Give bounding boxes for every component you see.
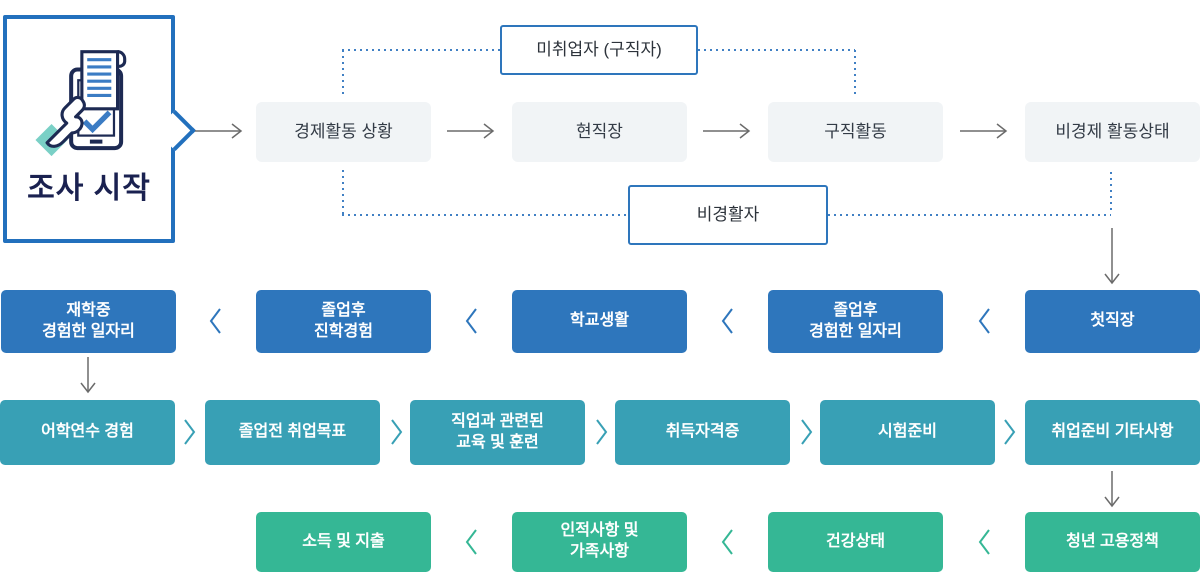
node-personal-and-family-info: 인적사항 및 가족사항 (512, 512, 687, 572)
dotted-connector-horizontal (342, 49, 500, 51)
dotted-connector-vertical (342, 50, 344, 96)
arrow-right-icon (446, 122, 496, 140)
node-income-and-expenses: 소득 및 지출 (256, 512, 431, 572)
survey-tablet-check-icon (31, 41, 147, 157)
node-pre-graduation-job-goal: 졸업전 취업목표 (205, 400, 380, 465)
node-non-economic-activity-status: 비경제 활동상태 (1025, 102, 1200, 162)
chevron-right-icon (1003, 418, 1017, 446)
start-label: 조사 시작 (27, 172, 151, 205)
arrow-down-icon (79, 357, 97, 395)
dotted-connector-horizontal (828, 214, 1111, 216)
node-language-training-experience: 어학연수 경험 (0, 400, 175, 465)
node-post-graduation-jobs: 졸업후 경험한 일자리 (768, 290, 943, 353)
node-post-graduation-further-education: 졸업후 진학경험 (256, 290, 431, 353)
chevron-right-icon (800, 418, 814, 446)
node-youth-employment-policy: 청년 고용정책 (1025, 512, 1200, 572)
arrow-right-icon (702, 122, 752, 140)
node-health-status: 건강상태 (768, 512, 943, 572)
chevron-left-icon (977, 528, 991, 556)
chevron-left-icon (464, 307, 478, 335)
node-other-job-prep-matters: 취업준비 기타사항 (1025, 400, 1200, 465)
arrow-down-icon (1103, 471, 1121, 509)
node-acquired-certificates: 취득자격증 (615, 400, 790, 465)
dotted-connector-vertical (342, 170, 344, 214)
dotted-connector-horizontal (698, 49, 855, 51)
dotted-connector-vertical (854, 50, 856, 96)
chevron-left-icon (208, 307, 222, 335)
arrow-right-icon (194, 122, 244, 140)
dotted-connector-vertical (1110, 172, 1112, 214)
branch-economically-inactive: 비경활자 (628, 185, 828, 245)
node-economic-activity-status: 경제활동 상황 (256, 102, 431, 162)
chevron-left-icon (720, 528, 734, 556)
chevron-right-icon (390, 418, 404, 446)
chevron-left-icon (720, 307, 734, 335)
node-school-life: 학교생활 (512, 290, 687, 353)
arrow-right-icon (959, 122, 1009, 140)
branch-unemployed-jobseeker: 미취업자 (구직자) (500, 25, 698, 75)
arrow-down-icon (1103, 228, 1121, 286)
chevron-left-icon (464, 528, 478, 556)
node-exam-preparation: 시험준비 (820, 400, 995, 465)
node-first-job: 첫직장 (1025, 290, 1200, 353)
chevron-right-icon (595, 418, 609, 446)
node-job-related-education-training: 직업과 관련된 교육 및 훈련 (410, 400, 585, 465)
chevron-left-icon (977, 307, 991, 335)
node-current-job: 현직장 (512, 102, 687, 162)
node-work-while-in-school: 재학중 경험한 일자리 (1, 290, 176, 353)
node-job-seeking-activity: 구직활동 (768, 102, 943, 162)
dotted-connector-horizontal (342, 214, 628, 216)
chevron-right-icon (183, 418, 197, 446)
start-box: 조사 시작 (3, 15, 175, 243)
